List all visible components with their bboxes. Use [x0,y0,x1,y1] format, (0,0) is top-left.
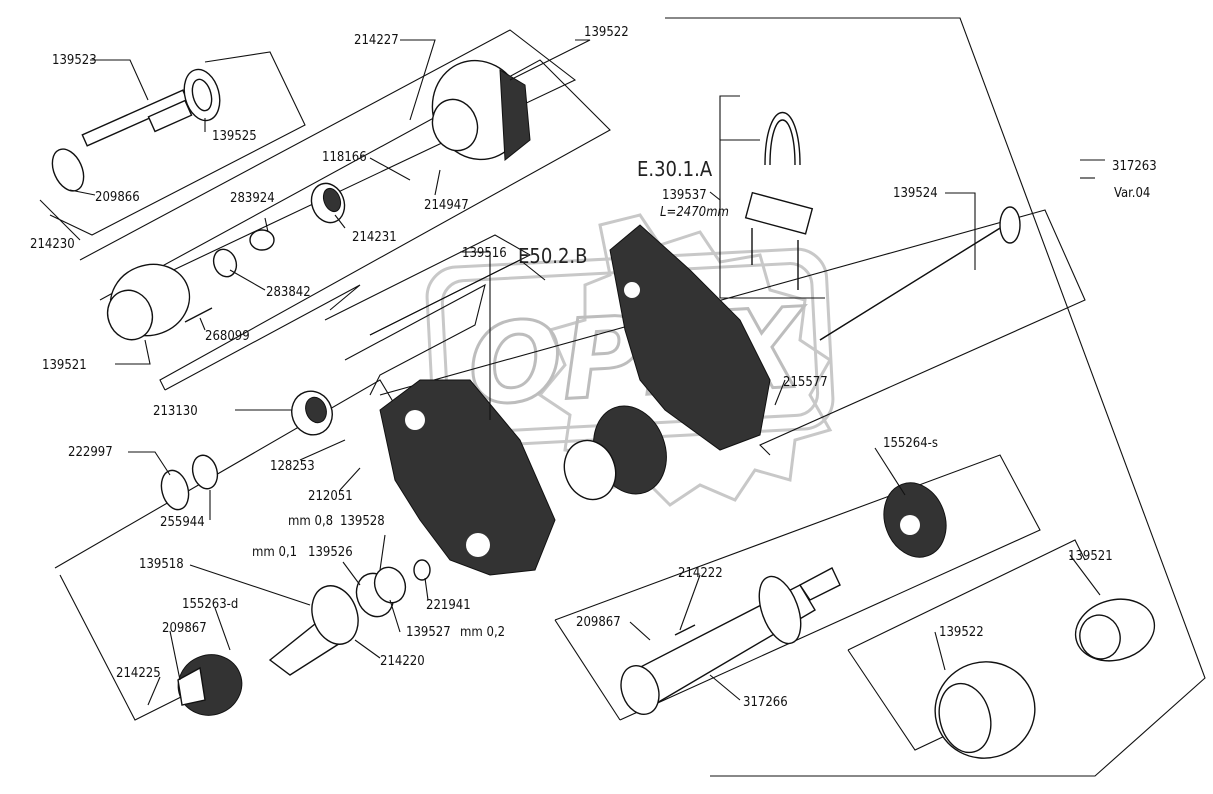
ring-255944 [191,454,219,490]
label-139522-bottom: 139522 [939,625,984,640]
label-155264-s: 155264-s [883,436,938,451]
gear-differential [563,405,667,501]
label-215577: 215577 [783,375,828,390]
cable-139537 [744,111,814,290]
bearing-213130 [291,390,333,436]
label-139523: 139523 [52,53,97,68]
label-139537: 139537 [662,188,707,203]
label-var04: Var.04 [1114,186,1150,201]
label-155263-d: 155263-d [182,597,238,612]
bolt-268099 [184,307,213,323]
label-214222: 214222 [678,566,723,581]
hub-139521-right [1074,598,1156,662]
label-cable-length: L=2470mm [660,205,729,220]
housing-right [609,224,771,451]
part-labels: 139523 139525 214227 139522 209866 21423… [30,25,1157,710]
label-139521-left: 139521 [42,358,87,373]
ring-221941 [413,559,431,581]
hub-139522-top [431,59,531,161]
bolt-214222 [674,624,696,636]
label-139521-right: 139521 [1068,549,1113,564]
label-139522-top: 139522 [584,25,629,40]
group-outlines [49,17,1206,777]
label-139516: 139516 [462,246,507,261]
shaft-139523 [51,89,193,192]
label-e30-group: E.30.1.A [637,157,713,181]
axle-317266 [620,567,841,715]
label-283924: 283924 [230,191,275,206]
label-209867-left: 209867 [162,621,207,636]
label-317263: 317263 [1112,159,1157,174]
pinion-shaft-139518 [268,566,407,676]
label-128253: 128253 [270,459,315,474]
housing-center [379,379,556,576]
label-209866: 209866 [95,190,140,205]
label-221941: 221941 [426,598,471,613]
label-212051: 212051 [308,489,353,504]
label-214225: 214225 [116,666,161,681]
hub-155263-d [177,654,243,716]
label-mm-0-1: mm 0,1 [252,545,297,560]
label-214230: 214230 [30,237,75,252]
label-213130: 213130 [153,404,198,419]
label-209867-right: 209867 [576,615,621,630]
label-317266: 317266 [743,695,788,710]
label-214227: 214227 [354,33,399,48]
label-139528: 139528 [340,514,385,529]
label-139527: 139527 [406,625,451,640]
bearing-214231 [310,182,346,224]
shaft-139524 [819,206,1021,341]
label-268099: 268099 [205,329,250,344]
label-214231: 214231 [352,230,397,245]
label-255944: 255944 [160,515,205,530]
label-139524: 139524 [893,186,938,201]
label-e50-group: E50.2.B [518,244,587,268]
ring-222997 [160,469,190,511]
label-139518: 139518 [139,557,184,572]
label-118166: 118166 [322,150,367,165]
leader-lines [39,39,1105,706]
hub-139522-bottom [934,661,1036,759]
hub-155264-s [883,482,947,558]
label-283842: 283842 [266,285,311,300]
label-214220: 214220 [380,654,425,669]
label-222997: 222997 [68,445,113,460]
label-mm-0-2: mm 0,2 [460,625,505,640]
label-139526: 139526 [308,545,353,560]
label-139525: 139525 [212,129,257,144]
hub-139521-left [106,263,191,341]
label-mm-0-8: mm 0,8 [288,514,333,529]
gasket-139525 [183,68,221,122]
label-214947: 214947 [424,198,469,213]
clip-283924 [249,229,275,251]
